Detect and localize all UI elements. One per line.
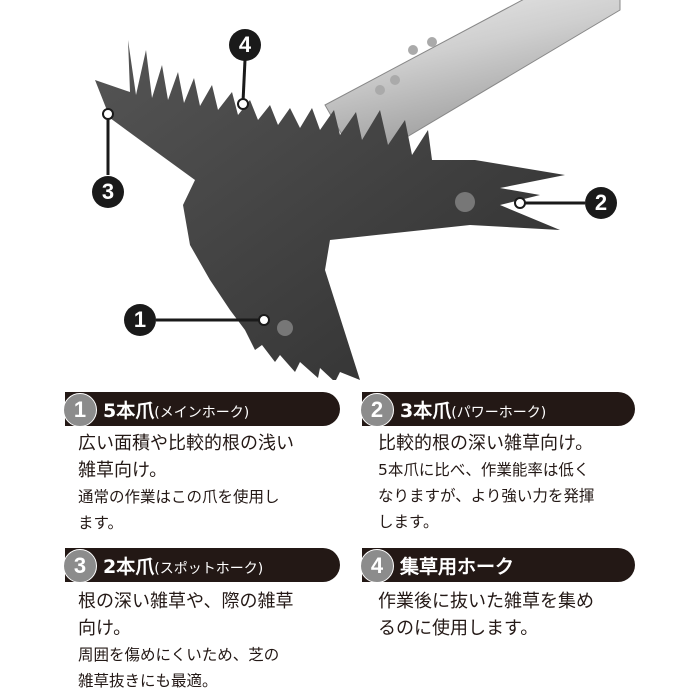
section-4-body: 作業後に抜いた雑草を集め るのに使用します。 [378,588,594,642]
note-line: なりますが、より強い力を発揮 [378,487,595,505]
desc-line: 根の深い雑草や、際の雑草 [78,591,294,612]
callout-2: 2 [585,187,617,219]
note-line: 5本爪に比べ、作業能率は低く [378,461,590,479]
badge-1: 1 [63,393,97,427]
desc-line: るのに使用します。 [378,618,539,639]
section-title: 2本爪(スポットホーク) [103,555,264,578]
handle [324,0,621,151]
section-1-body: 広い面積や比較的根の浅い 雑草向け。 通常の作業はこの爪を使用し ます。 [78,430,294,536]
desc-line: 広い面積や比較的根の浅い [78,433,294,454]
section-3-body: 根の深い雑草や、際の雑草 向け。 周囲を傷めにくいため、芝の 雑草抜きにも最適。 [78,588,293,694]
blade [95,40,565,380]
desc-line: 向け。 [78,618,132,639]
note-line: 通常の作業はこの爪を使用し [78,488,280,506]
note-line: します。 [378,513,439,531]
section-2-header: 2 3本爪(パワーホーク) [360,392,635,427]
section-4-header: 4 集草用ホーク [360,548,635,583]
section-title: 3本爪(パワーホーク) [400,399,547,422]
section-title: 5本爪(メインホーク) [103,399,250,422]
hoe-illustration [95,0,621,380]
rivet [277,320,293,336]
badge-2: 2 [360,393,394,427]
callout-1: 1 [124,304,156,336]
note-line: 雑草抜きにも最適。 [78,672,218,690]
section-title: 集草用ホーク [400,555,515,578]
note-line: 周囲を傷めにくいため、芝の [78,646,280,664]
desc-line: 雑草向け。 [78,460,168,481]
badge-3: 3 [63,549,97,583]
badge-4: 4 [360,549,394,583]
section-1-header: 1 5本爪(メインホーク) [63,392,340,427]
leader-lines [106,59,585,322]
note-line: ます。 [78,514,123,532]
desc-line: 比較的根の深い雑草向け。 [378,433,594,454]
callout-3: 3 [92,176,124,208]
section-2-body: 比較的根の深い雑草向け。 5本爪に比べ、作業能率は低く なりますが、より強い力を… [378,430,594,535]
section-3-header: 3 2本爪(スポットホーク) [63,548,340,583]
desc-line: 作業後に抜いた雑草を集め [378,591,594,612]
callout-4: 4 [229,29,261,61]
rivet [455,192,475,212]
